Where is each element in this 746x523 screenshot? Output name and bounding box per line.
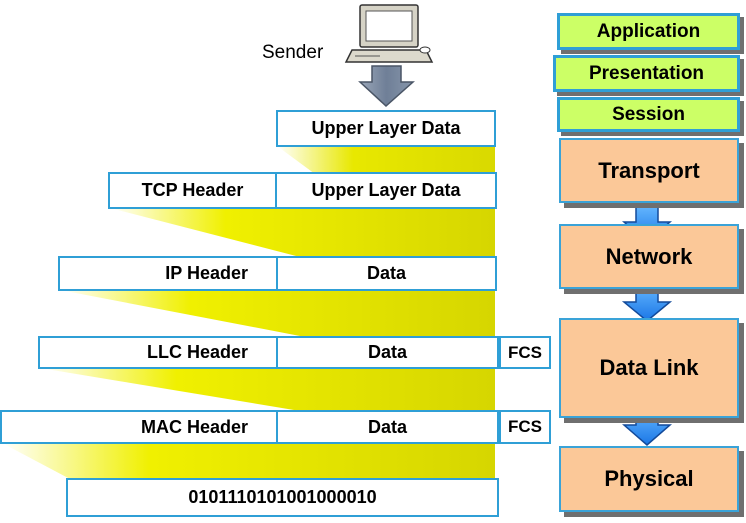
ip-header-box: IP Header (58, 256, 278, 291)
upper-layer-data-box: Upper Layer Data (276, 110, 496, 147)
osi-layer-transport: Transport (559, 138, 739, 203)
funnel-ip-to-llc (60, 290, 495, 336)
funnel-mac-to-bits (2, 443, 495, 479)
funnel-llc-to-mac (40, 368, 495, 411)
osi-layer-physical: Physical (559, 446, 739, 512)
mac-header-box: MAC Header (0, 410, 278, 444)
osi-layer-session: Session (557, 97, 740, 132)
osi-layer-data-link: Data Link (559, 318, 739, 418)
mac-fcs-box: FCS (499, 410, 551, 444)
llc-fcs-box: FCS (499, 336, 551, 369)
osi-layer-network: Network (559, 224, 739, 289)
down-arrow-icon (621, 283, 673, 322)
llc-data-box: Data (276, 336, 499, 369)
osi-layer-presentation: Presentation (553, 55, 740, 92)
tcp-header-box: TCP Header (108, 172, 277, 209)
osi-layer-application: Application (557, 13, 740, 50)
funnel-tcp-to-ip (110, 208, 495, 257)
bit-stream-box: 0101110101001000010 (66, 478, 499, 517)
tcp-data-box: Upper Layer Data (275, 172, 497, 209)
ip-data-box: Data (276, 256, 497, 291)
sender-label: Sender (262, 42, 324, 63)
mac-data-box: Data (276, 410, 499, 444)
computer-icon (344, 4, 434, 63)
llc-header-box: LLC Header (38, 336, 278, 369)
funnel-upper-to-tcp (277, 146, 495, 174)
down-arrow-icon (358, 65, 415, 108)
